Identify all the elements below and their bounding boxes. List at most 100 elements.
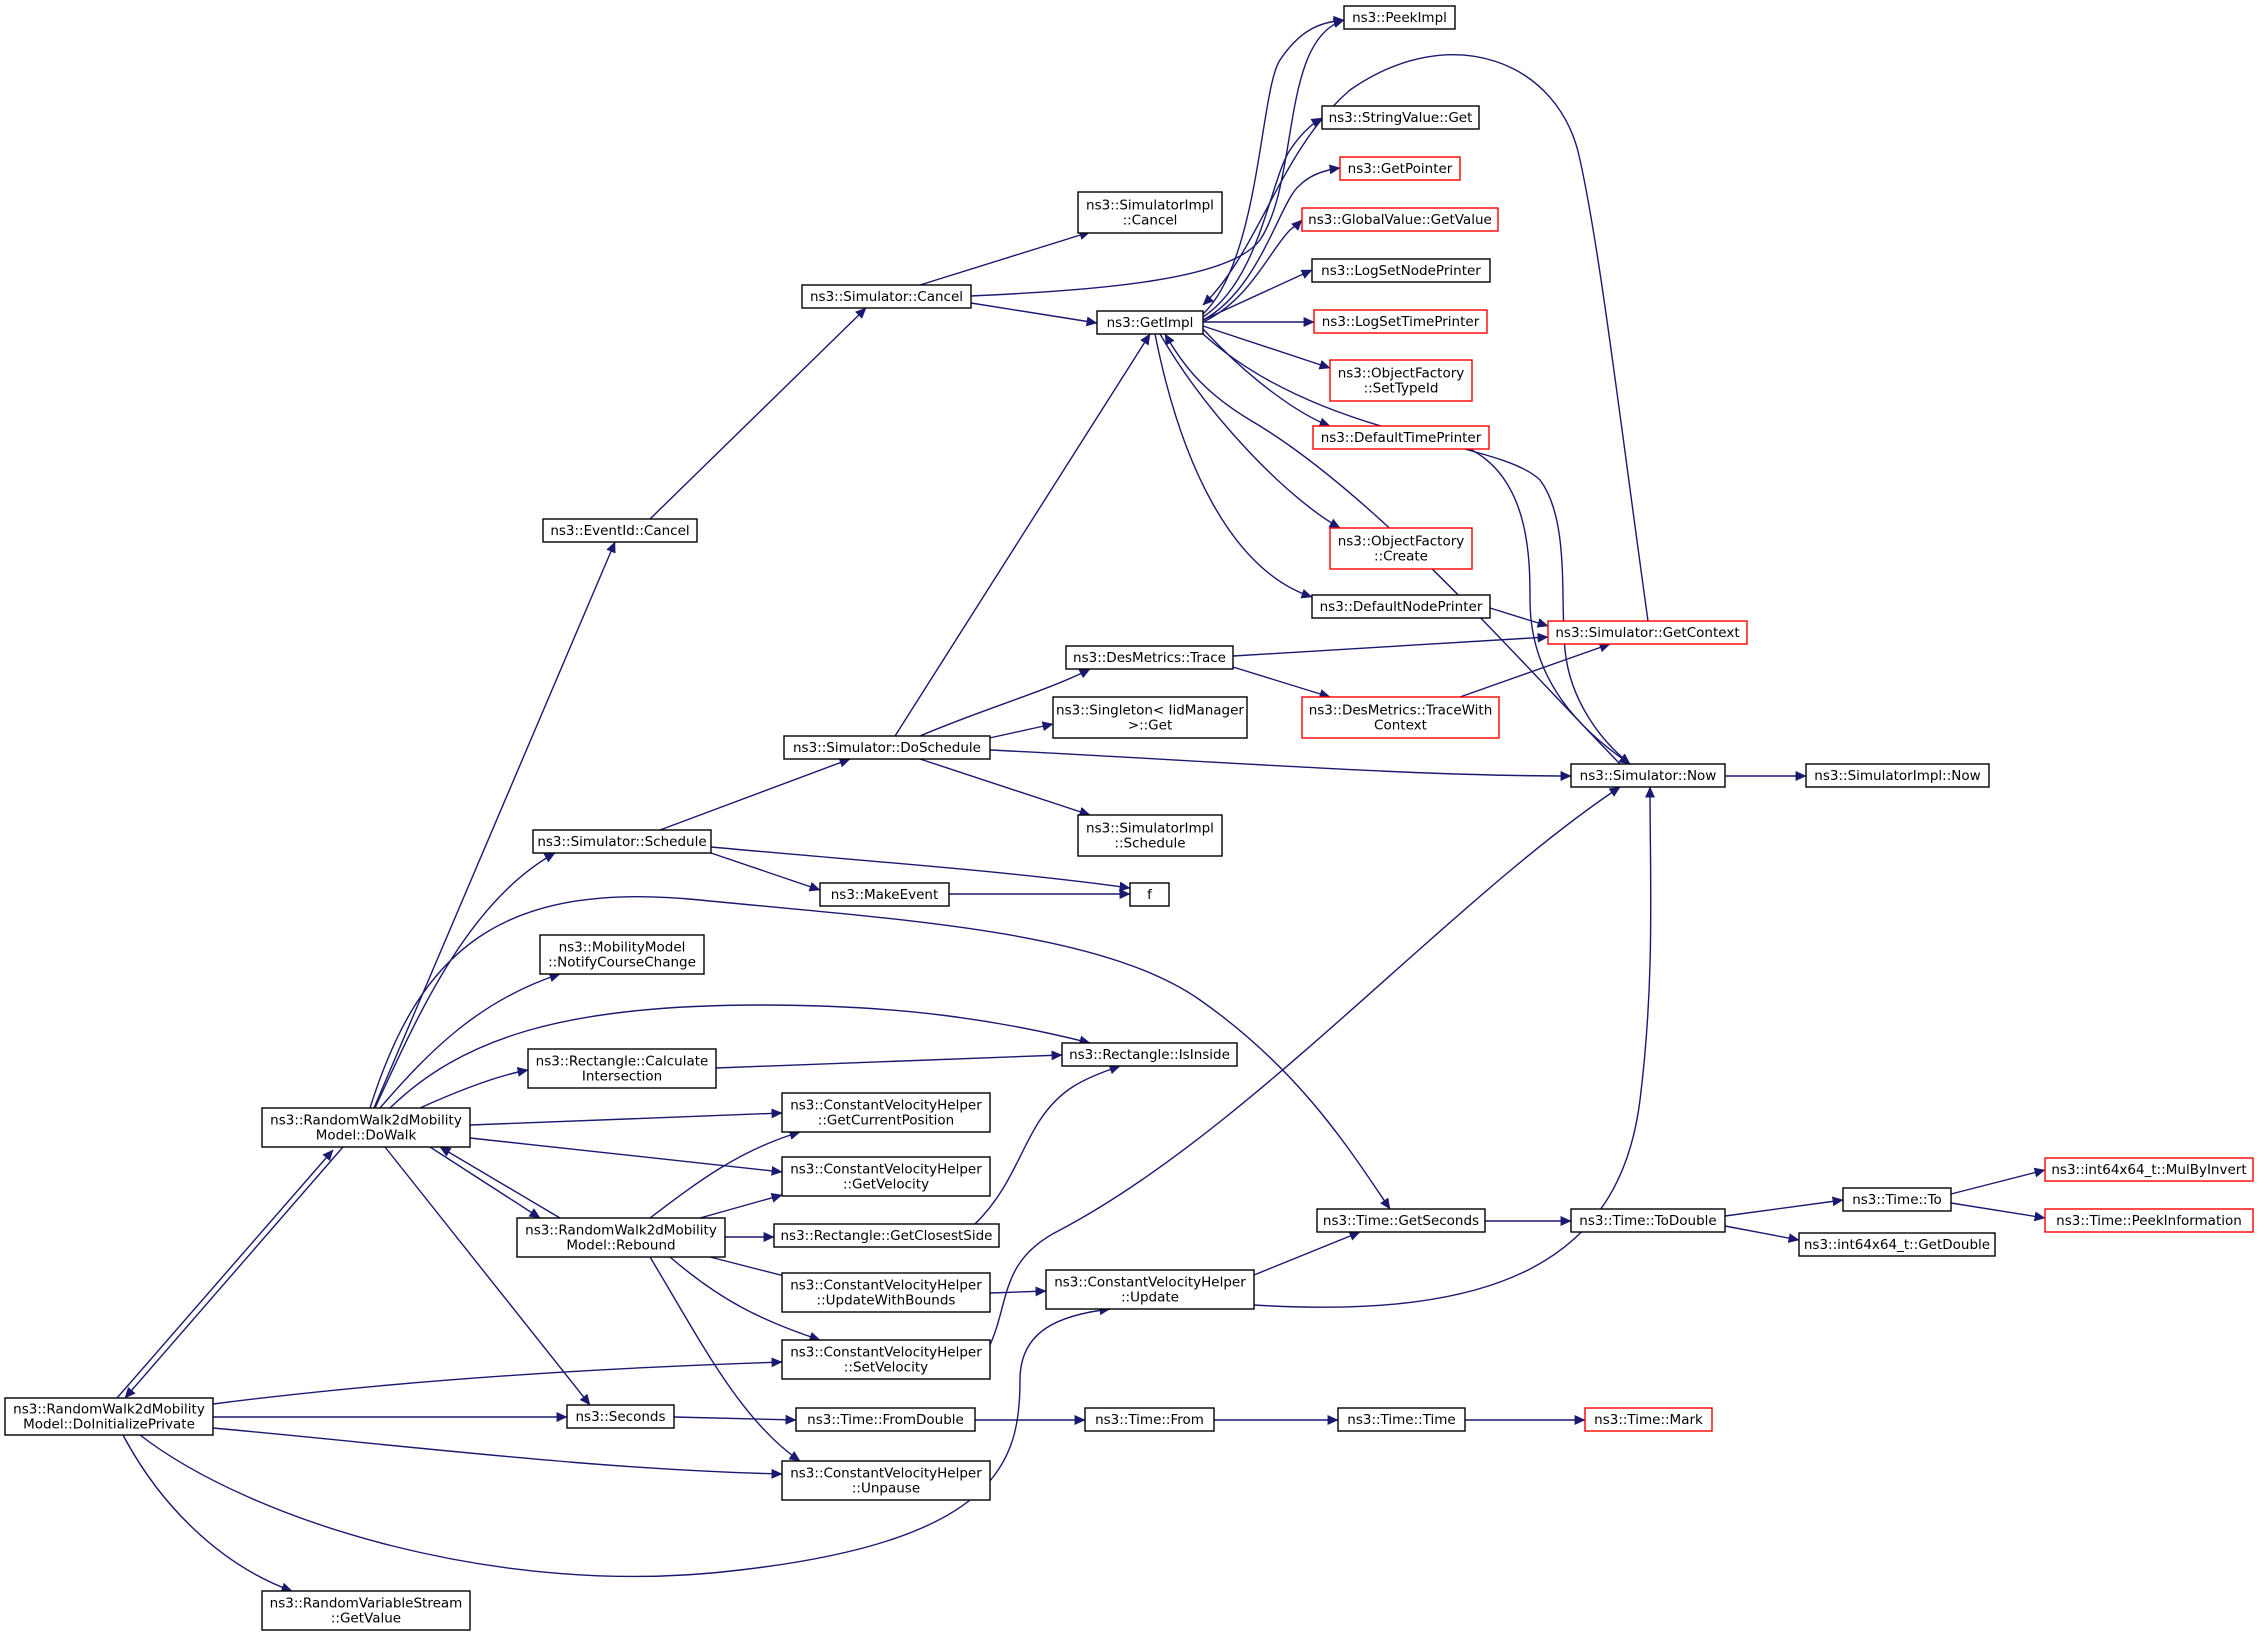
node-label-line: Model::DoInitializePrivate (23, 1417, 195, 1433)
node-sim-doschedule[interactable]: ns3::Simulator::DoSchedule (783, 735, 991, 760)
node-box (1321, 105, 1480, 130)
node-f[interactable]: f (1129, 882, 1170, 907)
call-edge-sim-doschedule-to-singleton-get (984, 721, 1054, 740)
node-box (1584, 1407, 1713, 1432)
node-objf-settypeid[interactable]: ns3::ObjectFactory::SetTypeId (1329, 359, 1473, 402)
node-box (527, 1048, 717, 1089)
node-int64-mulbyinvert[interactable]: ns3::int64x64_t::MulByInvert (2044, 1157, 2254, 1182)
node-desm-trace[interactable]: ns3::DesMetrics::Trace (1065, 645, 1234, 670)
call-edge-getimpl-to-stringvalue-get (1202, 117, 1323, 318)
edge-path (373, 541, 616, 1109)
node-label-line: Model::DoWalk (316, 1128, 417, 1144)
node-box (261, 1107, 471, 1148)
node-make-event[interactable]: ns3::MakeEvent (819, 882, 950, 907)
node-box (773, 1223, 1000, 1248)
node-time-fromdouble[interactable]: ns3::Time::FromDouble (795, 1407, 976, 1432)
node-cvh-update[interactable]: ns3::ConstantVelocityHelper::Update (1045, 1269, 1255, 1310)
node-label-line: ns3::Rectangle::GetClosestSide (781, 1228, 993, 1244)
call-edge-rebound-to-cvh-getcurpos (649, 1130, 801, 1219)
node-label-line: ::UpdateWithBounds (817, 1293, 956, 1309)
node-singleton-get[interactable]: ns3::Singleton< IidManager >::Get (1052, 696, 1248, 739)
node-cvh-getvel[interactable]: ns3::ConstantVelocityHelper::GetVelocity (781, 1156, 991, 1197)
node-sim-now[interactable]: ns3::Simulator::Now (1570, 763, 1726, 788)
node-logsetnode[interactable]: ns3::LogSetNodePrinter (1311, 258, 1491, 283)
node-label-line: ::Schedule (1114, 836, 1185, 852)
call-edge-sim-now-to-getimpl (1164, 333, 1621, 765)
node-stringvalue-get[interactable]: ns3::StringValue::Get (1321, 105, 1480, 130)
node-label-line: ns3::Singleton< IidManager (1056, 703, 1244, 719)
node-label-line: Intersection (582, 1069, 662, 1085)
call-edge-root-to-cvh-setvel (212, 1357, 783, 1405)
node-cvh-getcurpos[interactable]: ns3::ConstantVelocityHelper::GetCurrentP… (781, 1092, 991, 1133)
node-box (1129, 882, 1170, 907)
edge-path (1724, 1196, 1844, 1217)
node-label-line: ns3::ConstantVelocityHelper (790, 1098, 982, 1114)
edge-path (139, 1305, 1111, 1578)
edge-path (974, 1064, 1121, 1225)
call-edge-seconds-to-time-fromdouble (673, 1414, 797, 1425)
node-peekimpl[interactable]: ns3::PeekImpl (1343, 5, 1456, 30)
call-edge-rebound-to-cvh-setvel (669, 1256, 821, 1342)
node-time-mark[interactable]: ns3::Time::Mark (1584, 1407, 1713, 1432)
node-default-node-printer[interactable]: ns3::DefaultNodePrinter (1311, 594, 1491, 619)
node-box (781, 1092, 991, 1133)
edge-path (429, 1146, 541, 1219)
node-cvh-unpause[interactable]: ns3::ConstantVelocityHelper::Unpause (781, 1460, 991, 1501)
node-time-todouble[interactable]: ns3::Time::ToDouble (1570, 1208, 1726, 1233)
node-label-line: ns3::StringValue::Get (1329, 110, 1473, 126)
node-int64-getdouble[interactable]: ns3::int64x64_t::GetDouble (1798, 1232, 1996, 1257)
edge-path (699, 1193, 783, 1219)
call-edge-cvh-updbounds-to-cvh-update (989, 1286, 1047, 1297)
call-edge-dowalk-to-cvh-getcurpos (469, 1108, 783, 1126)
node-label-line: ns3::LogSetTimePrinter (1322, 314, 1480, 330)
node-label-line: ns3::GlobalValue::GetValue (1308, 212, 1492, 228)
call-edge-cvh-update-to-time-getseconds (1253, 1231, 1361, 1276)
node-sim-schedule[interactable]: ns3::Simulator::Schedule (532, 829, 712, 854)
node-time-time[interactable]: ns3::Time::Time (1337, 1407, 1466, 1432)
node-eventid-cancel[interactable]: ns3::EventId::Cancel (542, 518, 698, 543)
call-edge-dowalk-to-seconds (384, 1146, 591, 1406)
edge-path (212, 1427, 783, 1479)
node-simimpl-schedule[interactable]: ns3::SimulatorImpl::Schedule (1077, 814, 1223, 857)
node-label-line: ns3::Simulator::GetContext (1555, 625, 1739, 641)
node-gv-getvalue[interactable]: ns3::GlobalValue::GetValue (1301, 207, 1499, 232)
node-label-line: ::GetVelocity (843, 1177, 929, 1193)
call-edge-sim-getcontext-to-getimpl (1202, 54, 1649, 622)
node-rect-closest[interactable]: ns3::Rectangle::GetClosestSide (773, 1223, 1000, 1248)
node-notify-course[interactable]: ns3::MobilityModel::NotifyCourseChange (539, 934, 705, 975)
edge-path (1202, 325, 1331, 370)
edge-path (1159, 333, 1341, 529)
node-seconds[interactable]: ns3::Seconds (566, 1404, 675, 1429)
edge-path (419, 1066, 529, 1109)
call-edge-sim-schedule-to-f (710, 846, 1131, 892)
call-edge-rebound-to-cvh-unpause (649, 1256, 801, 1462)
node-box (2044, 1208, 2254, 1233)
node-time-from[interactable]: ns3::Time::From (1084, 1407, 1215, 1432)
node-label-line: ns3::RandomWalk2dMobility (525, 1223, 717, 1239)
node-rvs-getvalue[interactable]: ns3::RandomVariableStream::GetValue (261, 1590, 471, 1631)
node-getpointer[interactable]: ns3::GetPointer (1339, 156, 1461, 181)
node-time-getseconds[interactable]: ns3::Time::GetSeconds (1316, 1208, 1486, 1233)
call-edge-desm-trace-to-sim-getcontext (1232, 632, 1549, 657)
edge-path (1232, 666, 1331, 699)
node-box (566, 1404, 675, 1429)
node-getimpl[interactable]: ns3::GetImpl (1096, 310, 1204, 335)
node-sim-getcontext[interactable]: ns3::Simulator::GetContext (1547, 620, 1748, 645)
node-logsettime[interactable]: ns3::LogSetTimePrinter (1313, 309, 1488, 334)
node-objf-create[interactable]: ns3::ObjectFactory::Create (1329, 527, 1473, 570)
node-box (783, 735, 991, 760)
node-simimpl-now[interactable]: ns3::SimulatorImpl::Now (1805, 763, 1990, 788)
node-simimpl-cancel[interactable]: ns3::SimulatorImpl::Cancel (1077, 191, 1223, 234)
node-time-peekinfo[interactable]: ns3::Time::PeekInformation (2044, 1208, 2254, 1233)
node-sim-cancel[interactable]: ns3::Simulator::Cancel (801, 284, 972, 309)
node-default-time-printer[interactable]: ns3::DefaultTimePrinter (1312, 425, 1490, 450)
node-cvh-updbounds[interactable]: ns3::ConstantVelocityHelper::UpdateWithB… (781, 1272, 991, 1313)
node-time-to[interactable]: ns3::Time::To (1842, 1187, 1952, 1212)
node-rect-isinside[interactable]: ns3::Rectangle::IsInside (1061, 1042, 1238, 1067)
node-box (261, 1590, 471, 1631)
node-cvh-setvel[interactable]: ns3::ConstantVelocityHelper::SetVelocity (781, 1339, 991, 1380)
